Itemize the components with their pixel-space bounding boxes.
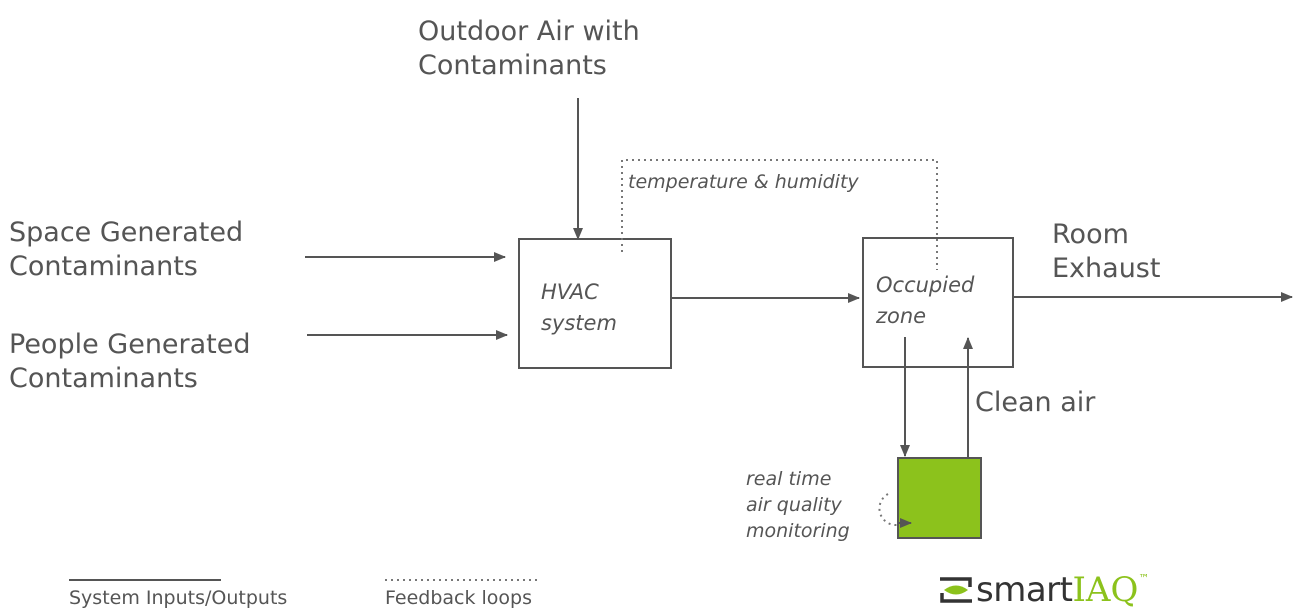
people-generated-label-line1: People Generated <box>9 329 251 360</box>
monitoring-label-line1: real time <box>746 468 832 490</box>
hvac-system-label: HVAC system <box>541 277 617 339</box>
occupied-label-line1: Occupied <box>876 273 975 297</box>
occupied-zone-box <box>862 237 1014 368</box>
clean-air-label: Clean air <box>975 387 1096 418</box>
hvac-system-box <box>518 238 672 369</box>
room-exhaust-label-line2: Exhaust <box>1052 253 1161 284</box>
air-quality-monitor-box <box>897 457 982 539</box>
smartiaq-logo-trademark: ™ <box>1138 571 1150 585</box>
occupied-zone-label: Occupied zone <box>876 270 974 332</box>
monitoring-feedback-loop <box>878 493 905 527</box>
occupied-label-line2: zone <box>876 304 927 328</box>
smartiaq-logo-icon <box>940 577 972 603</box>
outdoor-air-label: Outdoor Air with Contaminants <box>418 15 640 83</box>
smartiaq-logo-accent: IAQ <box>1072 570 1139 610</box>
monitoring-label-line3: monitoring <box>746 520 850 542</box>
monitoring-label-line2: air quality <box>746 494 842 516</box>
room-exhaust-label-line1: Room <box>1052 219 1129 250</box>
legend-dotted-label: Feedback loops <box>385 587 533 609</box>
hvac-label-line2: system <box>541 311 617 335</box>
monitoring-label: real time air quality monitoring <box>746 466 850 544</box>
people-generated-label-line2: Contaminants <box>9 363 198 394</box>
room-exhaust-label: Room Exhaust <box>1052 218 1160 286</box>
people-generated-label: People Generated Contaminants <box>9 328 251 396</box>
space-generated-label: Space Generated Contaminants <box>9 216 243 284</box>
space-generated-label-line2: Contaminants <box>9 251 198 282</box>
smartiaq-logo-word: smart <box>976 570 1073 610</box>
temperature-humidity-label: temperature & humidity <box>628 171 859 193</box>
outdoor-air-label-line2: Contaminants <box>418 50 607 81</box>
legend-solid-label: System Inputs/Outputs <box>69 587 288 609</box>
outdoor-air-label-line1: Outdoor Air with <box>418 16 640 47</box>
hvac-label-line1: HVAC <box>541 280 599 304</box>
space-generated-label-line1: Space Generated <box>9 217 244 248</box>
temperature-humidity-feedback-loop <box>621 159 938 270</box>
